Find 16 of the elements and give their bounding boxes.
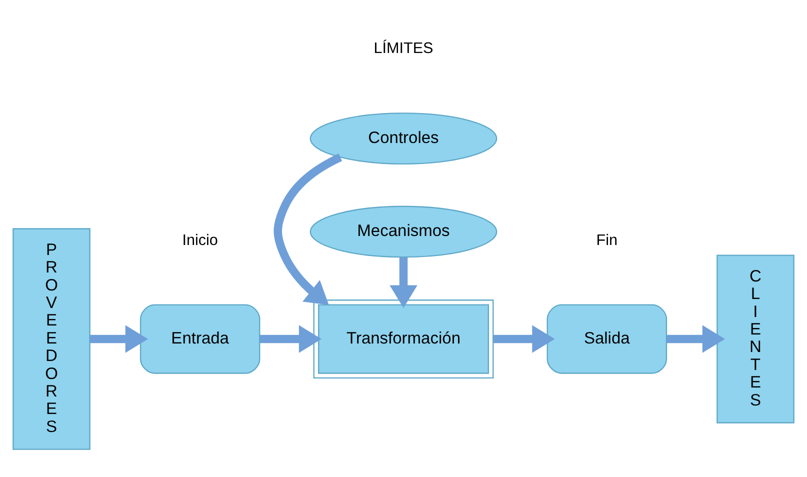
label: LÍMITES — [374, 40, 434, 57]
node-box: PROVEEDORES — [12, 228, 90, 450]
label: Fin — [596, 232, 618, 250]
node-ellipse: Mecanismos — [310, 206, 498, 258]
arrow — [493, 325, 555, 353]
arrow — [666, 325, 726, 353]
arrow — [274, 153, 342, 305]
node-box: Salida — [546, 304, 668, 374]
node-ellipse: Controles — [310, 112, 498, 164]
label: Inicio — [182, 232, 218, 250]
node-box: Entrada — [140, 304, 260, 374]
node-box: CLIENTES — [716, 254, 794, 424]
arrow — [260, 325, 322, 353]
arrow — [90, 325, 148, 353]
arrow — [390, 257, 418, 308]
node-box: Transformación — [313, 300, 494, 379]
